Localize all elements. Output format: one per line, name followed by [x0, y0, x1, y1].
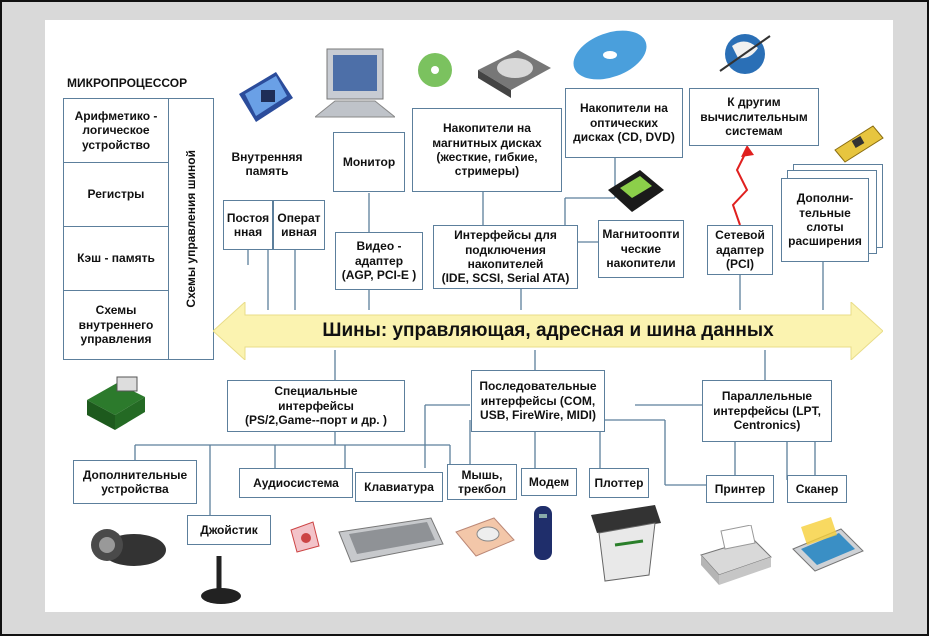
- serial-interfaces-box: Последовательные интерфейсы (COM, USB, F…: [471, 370, 605, 432]
- globe-network-icon: [719, 34, 771, 74]
- speaker-icon: [290, 521, 320, 553]
- other-systems-box: К другим вычислительным системам: [689, 88, 819, 146]
- diagram-canvas: МИКРОПРОЦЕССОР Арифметико - логическое у…: [45, 20, 893, 612]
- monitor-icon: [315, 48, 395, 118]
- optical-drives-box: Накопители на оптических дисках (CD, DVD…: [565, 88, 683, 158]
- memory-module-icon: [239, 72, 293, 122]
- parallel-interfaces-box: Параллельные интерфейсы (LPT, Centronics…: [702, 380, 832, 442]
- microprocessor-title: МИКРОПРОЦЕССОР: [67, 76, 188, 90]
- special-interfaces-box: Специальные интерфейсы (PS/2,Game--порт …: [227, 380, 405, 432]
- ram-box: Операт ивная: [273, 200, 325, 250]
- mouse-icon: [455, 517, 515, 557]
- printer-icon: [700, 525, 772, 585]
- modem-box: Модем: [521, 468, 577, 496]
- bus-banner-label: Шины: управляющая, адресная и шина данны…: [322, 320, 774, 341]
- magneto-optical-box: Магнитоопти ческие накопители: [598, 220, 684, 278]
- modem-icon: [534, 506, 552, 560]
- optical-disc-icon: [573, 30, 647, 80]
- joystick-box: Джойстик: [187, 515, 271, 545]
- additional-devices-box: Дополнительные устройства: [73, 460, 197, 504]
- floppy-disk-icon: [608, 170, 664, 212]
- storage-interfaces-box: Интерфейсы для подключения накопителей (…: [433, 225, 578, 289]
- keyboard-box: Клавиатура: [355, 472, 443, 502]
- registers-box: Регистры: [63, 162, 169, 227]
- bus-control-box: Схемы управления шиной: [168, 98, 214, 360]
- microprocessor-block: Арифметико - логическое устройство Регис…: [63, 98, 214, 360]
- expansion-slots-box: Дополни- тельные слоты расширения: [781, 178, 869, 262]
- audio-box: Аудиосистема: [239, 468, 353, 498]
- magnetic-drives-box: Накопители на магнитных дисках (жесткие,…: [412, 108, 562, 192]
- plotter-icon: [591, 505, 661, 582]
- keyboard-icon: [338, 517, 444, 563]
- hard-drive-icon: [478, 50, 551, 98]
- cache-box: Кэш - память: [63, 226, 169, 291]
- webcam-icon: [91, 529, 166, 566]
- monitor-box: Монитор: [333, 132, 405, 192]
- plotter-box: Плоттер: [589, 468, 649, 498]
- internal-control-box: Схемы внутреннего управления: [63, 290, 169, 360]
- alu-box: Арифметико - логическое устройство: [63, 98, 169, 163]
- rom-box: Постоя нная: [223, 200, 273, 250]
- network-arrow: [731, 149, 749, 226]
- scanner-icon: [792, 517, 864, 572]
- internal-memory-title: Внутренняя память: [231, 150, 303, 178]
- bus-control-label: Схемы управления шиной: [183, 150, 198, 308]
- scanner-box: Сканер: [787, 475, 847, 503]
- cd-disk-icon: [418, 53, 452, 87]
- mouse-box: Мышь, трекбол: [447, 464, 517, 500]
- printer-box: Принтер: [706, 475, 774, 503]
- joystick-icon: [201, 556, 241, 604]
- bus-arrow: [213, 302, 883, 360]
- cpu-chip-icon: [87, 376, 145, 430]
- expansion-card-icon: [834, 125, 884, 163]
- network-adapter-box: Сетевой адаптер (PCI): [707, 225, 773, 275]
- video-adapter-box: Видео - адаптер (AGP, PCI-E ): [335, 232, 423, 290]
